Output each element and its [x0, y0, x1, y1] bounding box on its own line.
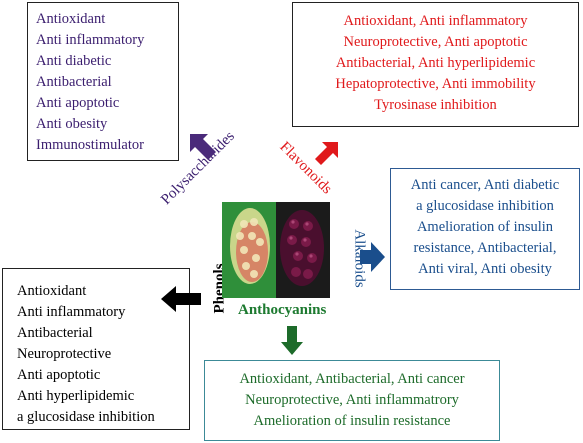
effect-item: Antioxidant — [36, 11, 106, 27]
flavonoids-effects-box: Antioxidant, Anti inflammatory Neuroprot… — [292, 2, 579, 127]
polysaccharides-effects-box: Antioxidant Anti inflammatory Anti diabe… — [27, 2, 179, 161]
effect-item: Antibacterial — [36, 74, 112, 90]
effect-item: Antibacterial, Anti hyperlipidemic — [335, 55, 536, 71]
effect-item: Antibacterial — [17, 325, 93, 341]
effect-item: Immunostimulator — [36, 137, 144, 153]
anthocyanins-arrow-icon — [281, 326, 303, 355]
effect-item: Neuroprotective, Anti apoptotic — [343, 34, 528, 50]
mulberry-fruit-image — [222, 202, 330, 298]
alkaloids-effects-box: Anti cancer, Anti diabetic a glucosidase… — [390, 168, 580, 290]
effect-item: Anti inflammatory — [17, 304, 126, 320]
effect-item: a glucosidase inhibition — [17, 409, 155, 425]
effect-item: Hepatoprotective, Anti immobility — [335, 76, 536, 92]
effect-item: Anti hyperlipidemic — [17, 388, 135, 404]
flavonoids-arrow-icon — [315, 142, 338, 165]
effect-item: Anti diabetic — [36, 53, 112, 69]
effect-item: Amelioration of insulin resistance — [253, 413, 451, 429]
effect-item: Tyrosinase inhibition — [374, 97, 497, 113]
effect-item: Neuroprotective, Anti inflammatrory — [245, 392, 459, 408]
effect-item: Antioxidant, Anti inflammatory — [343, 13, 528, 29]
effect-item: Anti cancer, Anti diabetic — [410, 177, 560, 193]
effect-item: Anti viral, Anti obesity — [418, 261, 552, 277]
effect-item: Anti apoptotic — [17, 367, 101, 383]
effect-item: Anti obesity — [36, 116, 108, 132]
anthocyanins-label: Anthocyanins — [238, 302, 327, 318]
effect-item: Antioxidant, Antibacterial, Anti cancer — [239, 371, 465, 387]
anthocyanins-effects-box: Antioxidant, Antibacterial, Anti cancer … — [204, 360, 500, 441]
effect-item: Neuroprotective — [17, 346, 112, 362]
alkaloids-arrow-icon — [360, 242, 385, 272]
effect-item: Amelioration of insulin — [416, 219, 554, 235]
polysaccharides-arrow-icon — [190, 134, 216, 160]
phenols-effects-box: Antioxidant Anti inflammatory Antibacter… — [2, 268, 190, 430]
effect-item: resistance, Antibacterial, — [413, 240, 557, 256]
effect-item: Anti inflammatory — [36, 32, 145, 48]
effect-item: Antioxidant — [17, 283, 87, 299]
phenols-arrow-icon — [161, 286, 201, 312]
effect-item: a glucosidase inhibition — [416, 198, 554, 214]
effect-item: Anti apoptotic — [36, 95, 120, 111]
